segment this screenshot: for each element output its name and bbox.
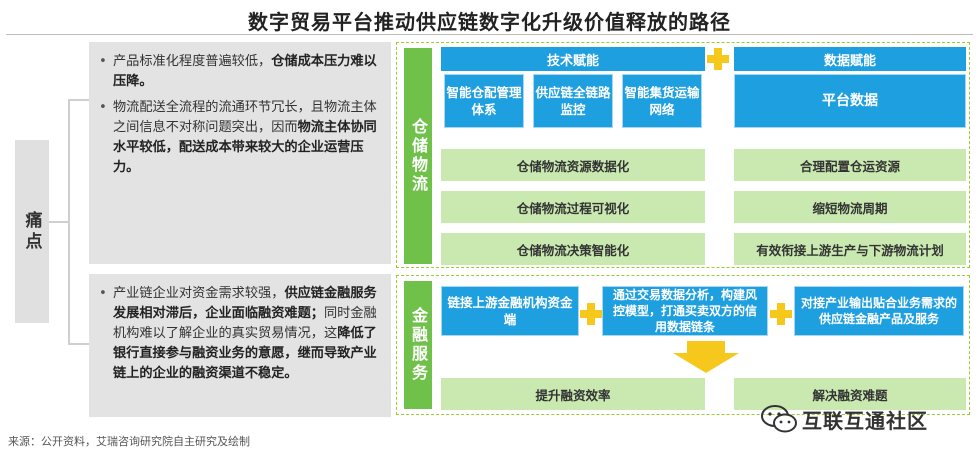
finance-bar-2: 解决融资难题 (734, 378, 966, 410)
source-note: 来源：公开资料，艾瑞咨询研究院自主研究及绘制 (8, 435, 250, 448)
data-item: 平台数据 (734, 74, 966, 128)
pain-panel-warehouse: 产品标准化程度普遍较低，仓储成本压力难以压降。 物流配送全流程的流通环节冗长，且… (89, 42, 391, 264)
warehouse-left-bar-3: 仓储物流决策智能化 (441, 233, 705, 265)
data-head: 数据赋能 (734, 47, 966, 71)
bracket-connector (49, 99, 89, 345)
finance-section (396, 275, 970, 415)
pain-bullet: 产品标准化程度普遍较低，仓储成本压力难以压降。 (99, 52, 381, 92)
wechat-icon (761, 405, 797, 433)
warehouse-section (396, 42, 970, 268)
plus-icon (770, 303, 792, 325)
warehouse-left-bar-1: 仓储物流资源数据化 (441, 149, 705, 181)
title-divider (6, 34, 973, 35)
pain-label: 痛点 (21, 210, 42, 253)
tech-item-2: 供应链全链路监控 (533, 74, 613, 128)
warehouse-left-bar-2: 仓储物流过程可视化 (441, 191, 705, 223)
finance-box-3: 对接产业输出贴合业务需求的供应链金融产品及服务 (794, 286, 964, 336)
warehouse-right-bar-2: 缩短物流周期 (734, 191, 966, 223)
pain-bullet: 物流配送全流程的流通环节冗长，且物流主体之间信息不对称问题突出，因而物流主体协同… (99, 98, 381, 178)
tech-head: 技术赋能 (441, 47, 705, 71)
watermark: 互联互通社区 (760, 404, 928, 434)
warehouse-right-bar-3: 有效衔接上游生产与下游物流计划 (734, 233, 966, 265)
finance-label: 金融服务 (404, 281, 432, 409)
tech-item-1: 智能仓配管理体系 (444, 74, 524, 128)
tech-item-3: 智能集货运输网络 (622, 74, 702, 128)
pain-label-box: 痛点 (15, 140, 49, 323)
arrow-down-icon (673, 341, 739, 373)
warehouse-right-bar-1: 合理配置仓运资源 (734, 149, 966, 181)
pain-bullet: 产业链企业对资金需求较强，供应链金融服务发展相对滞后，企业面临融资难题；同时金融… (99, 284, 381, 384)
pain-panel-finance: 产业链企业对资金需求较强，供应链金融服务发展相对滞后，企业面临融资难题；同时金融… (89, 274, 391, 417)
warehouse-label: 仓储物流 (404, 48, 432, 264)
finance-box-2: 通过交易数据分析，构建风控模型，打通买卖双方的信用数据链条 (602, 286, 768, 336)
finance-box-1: 链接上游金融机构资金端 (441, 286, 579, 336)
page-title: 数字贸易平台推动供应链数字化升级价值释放的路径 (248, 10, 731, 34)
plus-icon (707, 48, 729, 70)
plus-icon (580, 303, 602, 325)
finance-bar-1: 提升融资效率 (441, 378, 705, 410)
